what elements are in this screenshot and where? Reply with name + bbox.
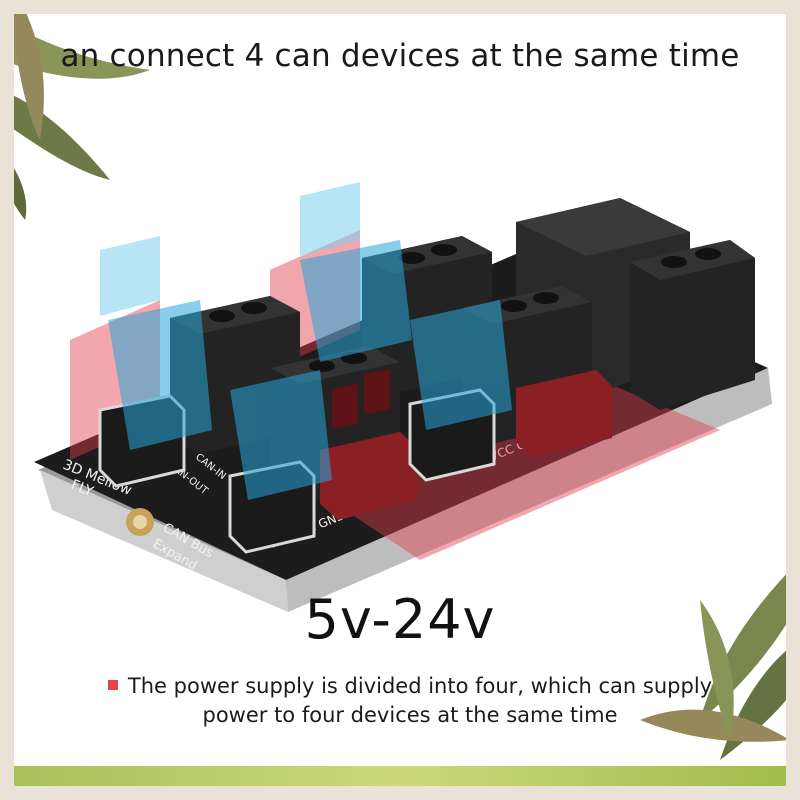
- description-line2: power to four devices at the same time: [202, 703, 618, 727]
- leaf-decoration-top-left: [0, 0, 150, 220]
- red-power-socket-back: [516, 370, 612, 458]
- red-bullet-marker: [107, 680, 118, 690]
- red-power-socket-front: [320, 369, 418, 520]
- brand-label-line2: FLY: [69, 477, 96, 500]
- description: The power supply is divided into four, w…: [90, 672, 730, 730]
- terminal-block-5: [630, 240, 755, 410]
- description-line1: The power supply is divided into four, w…: [127, 674, 713, 698]
- blue-signal-overlay: [100, 182, 512, 500]
- headline: an connect 4 can devices at the same tim…: [60, 38, 740, 74]
- voltage-title: 5v-24v: [304, 588, 496, 651]
- leaf-decoration-bottom-right: [640, 560, 800, 760]
